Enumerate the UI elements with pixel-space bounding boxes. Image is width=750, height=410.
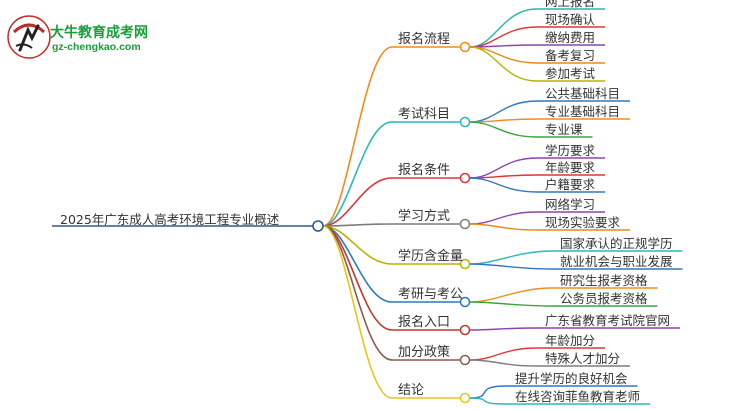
branch-to-leaf-connector (469, 177, 538, 193)
branch-node[interactable] (459, 392, 471, 404)
leaf-topic: 特殊人才加分 (545, 351, 621, 366)
branch-topic: 考研与考公 (398, 287, 464, 302)
branch-to-leaf-connector (469, 347, 538, 361)
leaf-topic: 备考复习 (545, 48, 596, 63)
branch-topic: 加分政策 (398, 345, 451, 360)
branch-to-leaf-connector (469, 385, 508, 399)
root-to-branch-connector (322, 121, 393, 227)
branch-to-leaf-connector (469, 301, 553, 307)
leaf-topic: 专业课 (545, 122, 583, 137)
logo-emblem-icon (7, 15, 51, 59)
branch-node[interactable] (459, 354, 471, 366)
branch-to-leaf-connector (469, 287, 553, 303)
branch-to-leaf-connector (469, 223, 538, 231)
root-to-branch-connector (322, 225, 393, 265)
leaf-topic: 现场确认 (545, 12, 596, 27)
branch-to-leaf-connector (469, 359, 538, 367)
root-to-branch-connector (322, 223, 393, 227)
branch-node[interactable] (459, 41, 471, 53)
leaf-topic: 专业基础科目 (545, 104, 621, 119)
branch-topic: 考试科目 (398, 107, 451, 122)
root-to-branch-connector (322, 225, 393, 331)
branch-node[interactable] (459, 258, 471, 270)
branch-node[interactable] (459, 218, 471, 230)
leaf-topic: 现场实验要求 (545, 215, 621, 230)
leaf-topic: 广东省教育考试院官网 (545, 313, 671, 328)
branch-node[interactable] (459, 116, 471, 128)
branch-node[interactable] (459, 324, 471, 336)
leaf-topic: 国家承认的正规学历 (560, 236, 673, 251)
root-to-branch-connector (322, 225, 393, 399)
branch-node[interactable] (459, 296, 471, 308)
branch-to-leaf-connector (469, 397, 508, 405)
leaf-topic: 网上报名 (545, 0, 596, 9)
leaf-topic: 年龄要求 (545, 160, 596, 175)
root-topic: 2025年广东成人高考环境工程专业概述 (60, 212, 280, 227)
leaf-topic: 户籍要求 (545, 177, 596, 192)
leaf-topic: 研究生报考资格 (560, 273, 648, 288)
branch-node[interactable] (459, 172, 471, 184)
leaf-topic: 提升学历的良好机会 (515, 371, 628, 386)
root-node[interactable] (312, 220, 324, 232)
branch-topic: 学历含金量 (398, 249, 464, 264)
branch-topic: 学习方式 (398, 209, 451, 224)
branch-topic: 报名流程 (398, 32, 451, 47)
leaf-topic: 在线咨询菲鱼教育老师 (515, 389, 641, 404)
branch-to-leaf-connector (469, 121, 538, 138)
root-to-branch-connector (322, 46, 393, 227)
leaf-topic: 缴纳费用 (545, 30, 596, 45)
leaf-topic: 年龄加分 (545, 333, 596, 348)
leaf-topic: 公共基础科目 (545, 86, 621, 101)
branch-topic: 报名条件 (398, 163, 451, 178)
branch-to-leaf-connector (469, 327, 538, 331)
branch-to-leaf-connector (469, 250, 553, 265)
leaf-topic: 网络学习 (545, 197, 596, 212)
branch-topic: 结论 (398, 383, 425, 398)
leaf-topic: 参加考试 (545, 66, 596, 81)
root-to-branch-connector (322, 177, 393, 227)
branch-to-leaf-connector (469, 211, 538, 225)
branch-to-leaf-connector (469, 46, 538, 82)
logo-name: 大牛教育成考网 (50, 25, 148, 41)
logo-url: gz-chengkao.com (52, 41, 141, 53)
branch-topic: 报名入口 (398, 315, 451, 330)
branch-to-leaf-connector (469, 263, 553, 270)
leaf-topic: 学历要求 (545, 143, 596, 158)
leaf-topic: 就业机会与职业发展 (560, 254, 673, 269)
leaf-topic: 公务员报考资格 (560, 291, 648, 306)
